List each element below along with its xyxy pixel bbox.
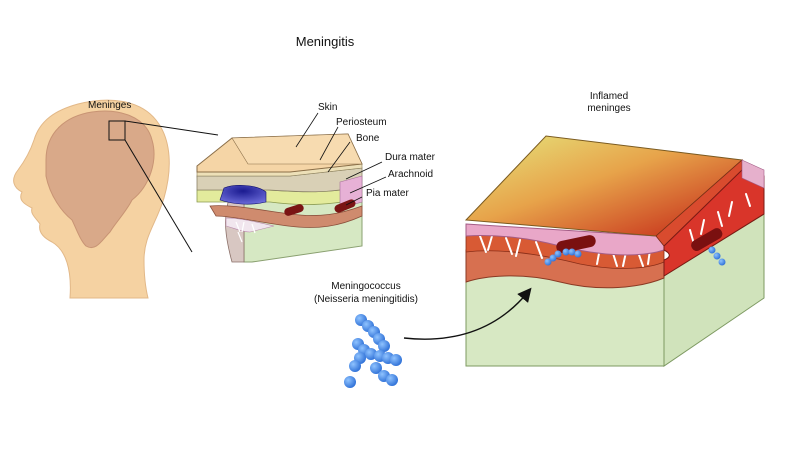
label-inflamed-line2: meninges	[587, 103, 630, 114]
label-skin: Skin	[318, 102, 337, 113]
small-cross-section	[196, 133, 363, 263]
label-pia-mater: Pia mater	[366, 188, 409, 199]
label-periosteum: Periosteum	[336, 117, 387, 128]
label-meningococcus: Meningococcus	[331, 281, 400, 292]
brain-silhouette	[45, 110, 155, 248]
label-dura-mater: Dura mater	[385, 152, 436, 163]
meningococcus-cluster	[344, 314, 402, 388]
label-inflamed-line1: Inflamed	[590, 91, 628, 102]
meninges-selection-box	[108, 120, 126, 141]
zoom-line-top	[124, 120, 219, 136]
label-arachnoid: Arachnoid	[388, 169, 433, 180]
inflamed-cross-section	[464, 135, 765, 367]
infection-arrow	[403, 287, 532, 340]
layer-leader-lines	[295, 112, 387, 206]
label-meninges: Meninges	[88, 100, 131, 111]
label-neisseria: (Neisseria meningitidis)	[314, 294, 418, 305]
diagram-title: Meningitis	[296, 34, 355, 49]
zoom-line-bottom	[124, 139, 193, 253]
label-bone: Bone	[356, 133, 380, 144]
